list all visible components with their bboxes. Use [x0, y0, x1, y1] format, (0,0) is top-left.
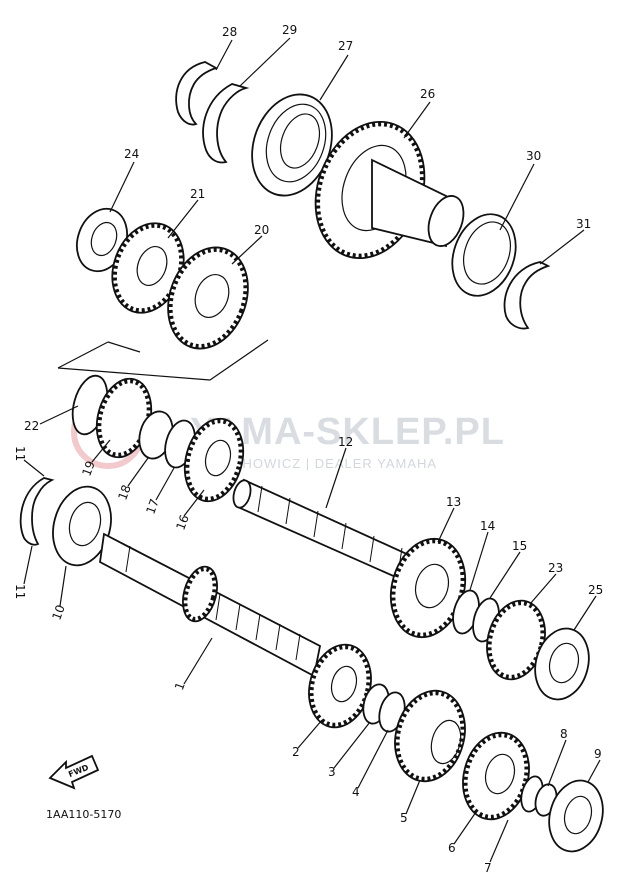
- callout-28: 28: [222, 25, 237, 39]
- callout-19: 19: [79, 459, 97, 478]
- part-1-shaft: [99, 532, 322, 678]
- callout-16: 16: [173, 513, 191, 532]
- callout-12: 12: [338, 435, 353, 449]
- callout-24: 24: [124, 147, 139, 161]
- callout-8: 8: [560, 727, 568, 741]
- part-9-bearing: [548, 779, 604, 853]
- part-20-gear: [167, 246, 249, 350]
- callout-18: 18: [115, 483, 133, 502]
- callout-15: 15: [512, 539, 527, 553]
- callout-17: 17: [143, 497, 161, 516]
- watermark-sub-text: RECHOWICZ | DEALER YAMAHA: [212, 456, 437, 471]
- callout-1: 1: [172, 680, 188, 692]
- callout-13: 13: [446, 495, 461, 509]
- part-12-shaft: [232, 478, 421, 588]
- callout-29: 29: [282, 23, 297, 37]
- callout-25: 25: [588, 583, 603, 597]
- callout-27: 27: [338, 39, 353, 53]
- part-25-bearing: [534, 627, 590, 701]
- leader-lines: [23, 37, 601, 863]
- callout-26: 26: [420, 87, 435, 101]
- callout-22: 22: [24, 419, 39, 433]
- part-30-needle-bearing: [451, 213, 517, 297]
- part-10-bearing: [52, 485, 112, 567]
- callout-30: 30: [526, 149, 541, 163]
- part-26-gear: [314, 120, 465, 260]
- callout-4: 4: [352, 785, 360, 799]
- part-23-gear: [486, 599, 546, 681]
- part-5-gear: [394, 689, 466, 783]
- callout-5: 5: [400, 811, 408, 825]
- part-28-circlip: [175, 61, 219, 126]
- fwd-arrow: FWD: [48, 754, 100, 790]
- callout-2: 2: [292, 745, 300, 759]
- callout-20: 20: [254, 223, 269, 237]
- part-29-circlip: [202, 83, 250, 164]
- callout-11-bottom: 11: [13, 584, 27, 599]
- callout-3: 3: [328, 765, 336, 779]
- callout-14: 14: [480, 519, 495, 533]
- callout-21: 21: [190, 187, 205, 201]
- part-31-circlip: [503, 261, 551, 330]
- diagram-code: 1AA110-5170: [46, 808, 121, 821]
- callout-6: 6: [448, 841, 456, 855]
- callout-9: 9: [594, 747, 602, 761]
- part-16-gear: [183, 417, 245, 503]
- callout-11-top: 11: [13, 446, 27, 461]
- part-11-circlip: [19, 477, 55, 546]
- callout-7: 7: [484, 861, 492, 875]
- callout-31: 31: [576, 217, 591, 231]
- callout-10: 10: [49, 603, 67, 622]
- callout-23: 23: [548, 561, 563, 575]
- assembly-bracket: [57, 339, 269, 381]
- part-19-gear: [95, 377, 153, 459]
- callout-labels: 28 29 27 26 24 21 20 30 31 22 19 18 17 1…: [13, 23, 603, 875]
